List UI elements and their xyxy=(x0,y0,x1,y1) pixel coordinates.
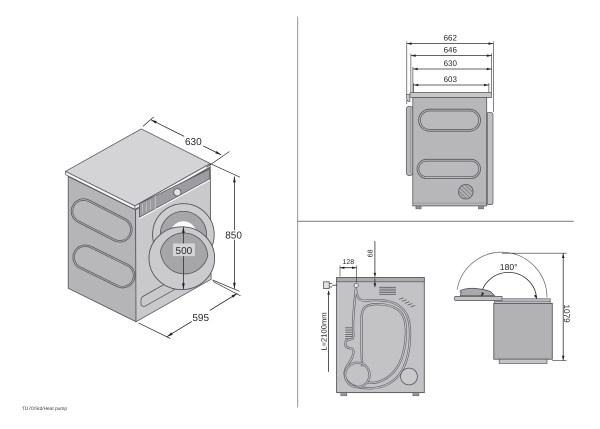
svg-text:630: 630 xyxy=(444,59,458,68)
svg-text:68: 68 xyxy=(368,249,375,257)
svg-text:662: 662 xyxy=(444,33,458,42)
svg-text:603: 603 xyxy=(444,75,458,84)
svg-text:128: 128 xyxy=(342,259,354,266)
svg-text:850: 850 xyxy=(225,231,242,242)
svg-text:630: 630 xyxy=(185,137,202,148)
svg-text:595: 595 xyxy=(192,313,209,324)
svg-text:L=2100mm: L=2100mm xyxy=(319,312,328,350)
svg-text:TD70/Std/Heat pump: TD70/Std/Heat pump xyxy=(22,406,67,412)
svg-text:500: 500 xyxy=(176,246,193,257)
svg-text:1079: 1079 xyxy=(562,304,571,323)
svg-text:180°: 180° xyxy=(500,262,518,272)
svg-text:646: 646 xyxy=(444,45,458,54)
